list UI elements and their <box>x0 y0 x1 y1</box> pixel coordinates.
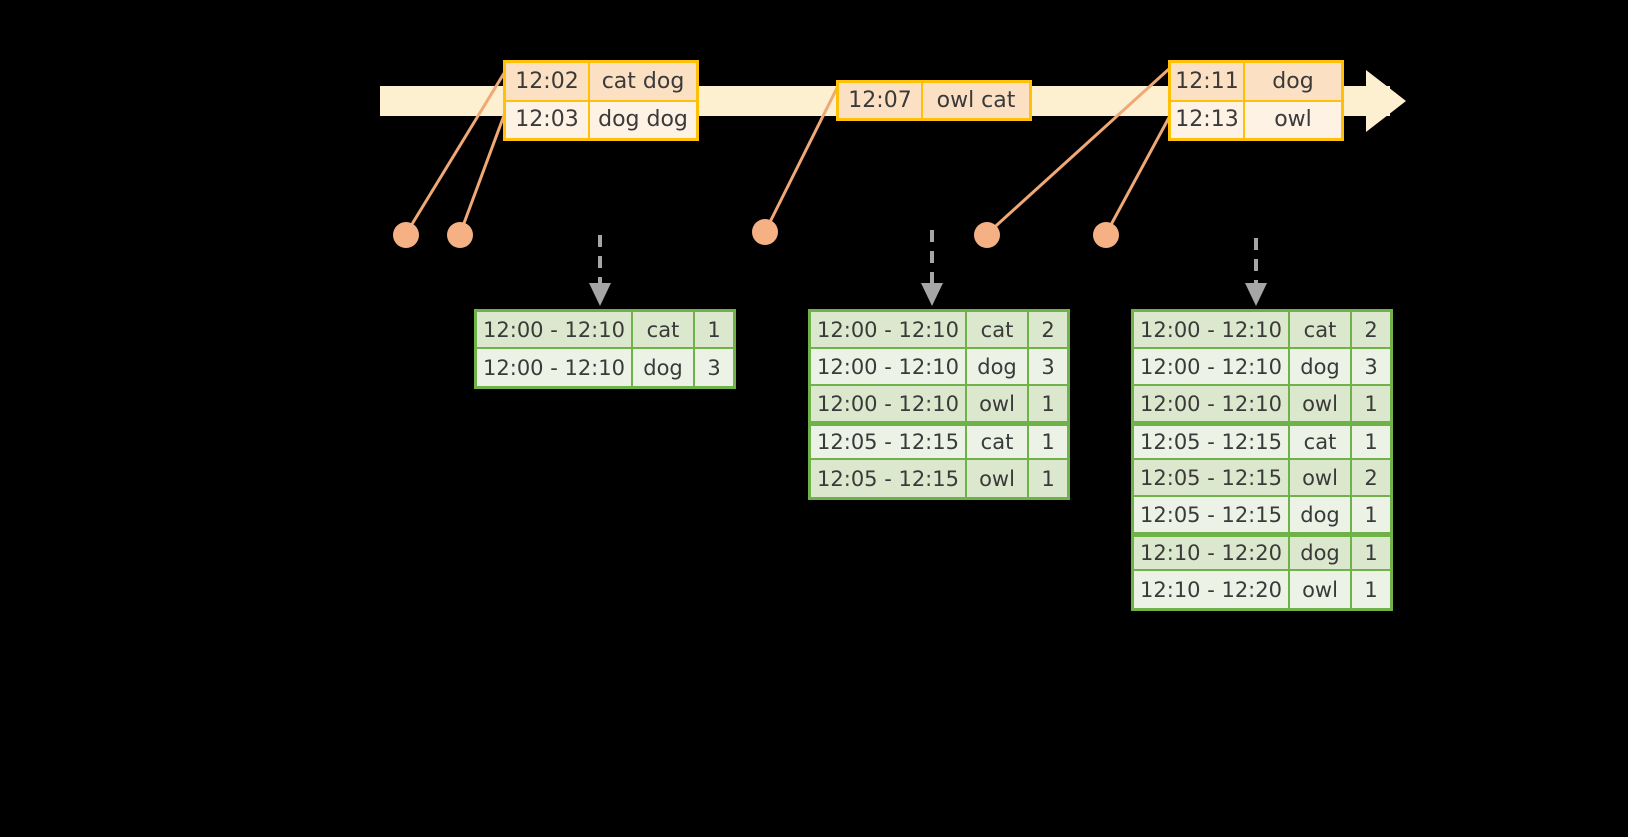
window-cell: 12:05 - 12:15 <box>1134 426 1290 460</box>
word-cell: dog <box>1290 497 1352 534</box>
count-cell: 2 <box>1352 460 1390 497</box>
count-cell: 3 <box>695 349 733 386</box>
word-cell: cat <box>967 426 1029 460</box>
word-cell: cat <box>633 312 695 349</box>
word-cell: dog <box>1290 349 1352 386</box>
window-cell: 12:05 - 12:15 <box>1134 460 1290 497</box>
word-cell: owl <box>967 386 1029 423</box>
event-time: 12:02 <box>506 63 590 100</box>
word-cell: cat <box>967 312 1029 349</box>
window-cell: 12:05 - 12:15 <box>811 460 967 497</box>
event-time: 12:13 <box>1171 101 1245 138</box>
word-cell: dog <box>1290 537 1352 571</box>
window-cell: 12:05 - 12:15 <box>1134 497 1290 534</box>
event-words: owl <box>1245 101 1341 138</box>
event-words: dog dog <box>590 101 696 138</box>
count-cell: 1 <box>1029 386 1067 423</box>
window-cell: 12:00 - 12:10 <box>477 349 633 386</box>
event-words: dog <box>1245 63 1341 100</box>
count-cell: 1 <box>1352 386 1390 423</box>
event-group-3[interactable]: 12:11 dog 12:13 owl <box>1168 60 1344 141</box>
count-cell: 1 <box>1029 460 1067 497</box>
word-cell: owl <box>1290 386 1352 423</box>
word-cell: owl <box>1290 460 1352 497</box>
word-cell: owl <box>1290 571 1352 608</box>
count-cell: 1 <box>1352 571 1390 608</box>
word-cell: owl <box>967 460 1029 497</box>
event-row: 12:13 owl <box>1171 99 1341 138</box>
window-cell: 12:10 - 12:20 <box>1134 571 1290 608</box>
count-cell: 2 <box>1029 312 1067 349</box>
event-row: 12:07 owl cat <box>839 83 1029 118</box>
word-cell: dog <box>633 349 695 386</box>
window-cell: 12:00 - 12:10 <box>1134 386 1290 423</box>
window-cell: 12:00 - 12:10 <box>811 312 967 349</box>
word-cell: cat <box>1290 312 1352 349</box>
window-cell: 12:00 - 12:10 <box>811 349 967 386</box>
event-group-2[interactable]: 12:07 owl cat <box>836 80 1032 121</box>
flow-arrowheads <box>589 283 1267 306</box>
count-cell: 3 <box>1029 349 1067 386</box>
event-row: 12:03 dog dog <box>506 99 696 138</box>
count-cell: 1 <box>1352 426 1390 460</box>
event-group-1[interactable]: 12:02 cat dog 12:03 dog dog <box>503 60 699 141</box>
event-row: 12:02 cat dog <box>506 63 696 100</box>
event-row: 12:11 dog <box>1171 63 1341 100</box>
event-time: 12:11 <box>1171 63 1245 100</box>
count-cell: 1 <box>1352 497 1390 534</box>
window-cell: 12:05 - 12:15 <box>811 426 967 460</box>
window-cell: 12:00 - 12:10 <box>477 312 633 349</box>
count-cell: 1 <box>1029 426 1067 460</box>
event-time: 12:03 <box>506 101 590 138</box>
window-cell: 12:10 - 12:20 <box>1134 537 1290 571</box>
flow-arrows <box>598 230 1258 285</box>
word-cell: dog <box>967 349 1029 386</box>
count-cell: 1 <box>695 312 733 349</box>
window-cell: 12:00 - 12:10 <box>1134 349 1290 386</box>
window-cell: 12:00 - 12:10 <box>811 386 967 423</box>
count-cell: 2 <box>1352 312 1390 349</box>
connector-dots <box>393 219 1119 248</box>
event-words: cat dog <box>590 63 696 100</box>
event-words: owl cat <box>923 83 1029 118</box>
event-time: 12:07 <box>839 83 923 118</box>
window-cell: 12:00 - 12:10 <box>1134 312 1290 349</box>
count-cell: 3 <box>1352 349 1390 386</box>
word-cell: cat <box>1290 426 1352 460</box>
count-cell: 1 <box>1352 537 1390 571</box>
